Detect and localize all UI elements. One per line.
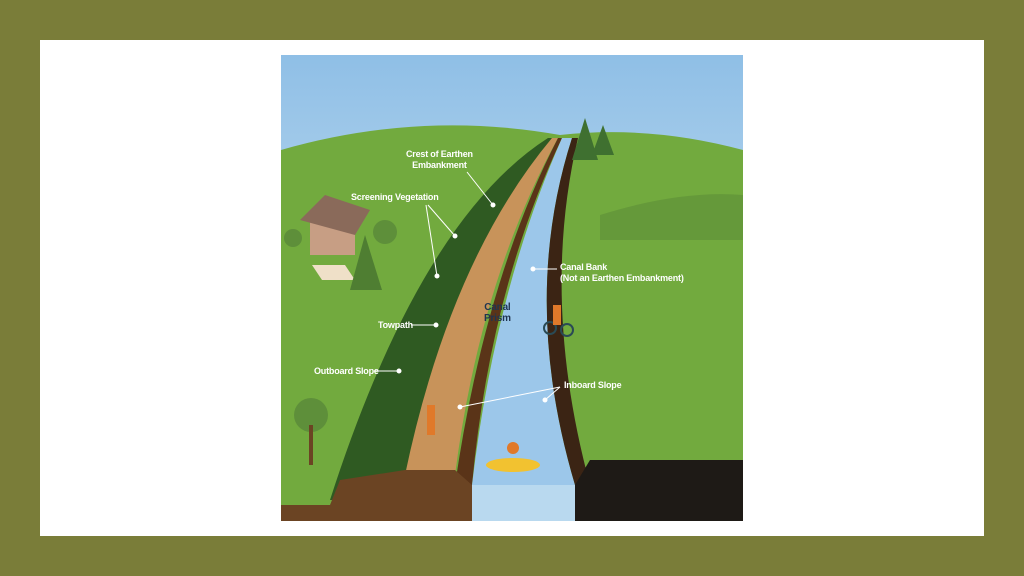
label-towpath: Towpath — [378, 320, 413, 330]
label-canal-prism: Canal Prism — [484, 302, 511, 324]
label-prism-line1: Canal — [484, 302, 511, 313]
cross-section-water — [472, 485, 575, 521]
label-inboard-slope: Inboard Slope — [564, 380, 622, 390]
kayak-icon — [486, 442, 540, 472]
label-crest: Crest of Earthen Embankment — [406, 149, 473, 171]
towpath — [405, 138, 558, 475]
hiker-icon — [427, 405, 435, 435]
label-canal-bank-line1: Canal Bank — [560, 262, 608, 272]
far-hill — [600, 194, 743, 240]
label-canal-bank-line2: (Not an Earthen Embankment) — [560, 273, 684, 283]
label-canal-bank: Canal Bank (Not an Earthen Embankment) — [560, 262, 684, 284]
canal-water — [472, 138, 575, 485]
label-prism-line2: Prism — [484, 313, 511, 324]
label-screening-vegetation: Screening Vegetation — [351, 192, 439, 202]
canal-bank — [546, 138, 590, 485]
inner-bank — [455, 138, 562, 485]
cyclist-icon — [543, 305, 574, 337]
label-crest-line2: Embankment — [412, 160, 467, 170]
label-crest-line1: Crest of Earthen — [406, 149, 473, 159]
leader-lines — [374, 171, 561, 410]
cross-section-left — [281, 470, 472, 521]
tree-icon — [284, 118, 614, 465]
cross-section-right — [575, 460, 743, 521]
label-outboard-slope: Outboard Slope — [314, 366, 379, 376]
house-icon — [300, 195, 370, 280]
